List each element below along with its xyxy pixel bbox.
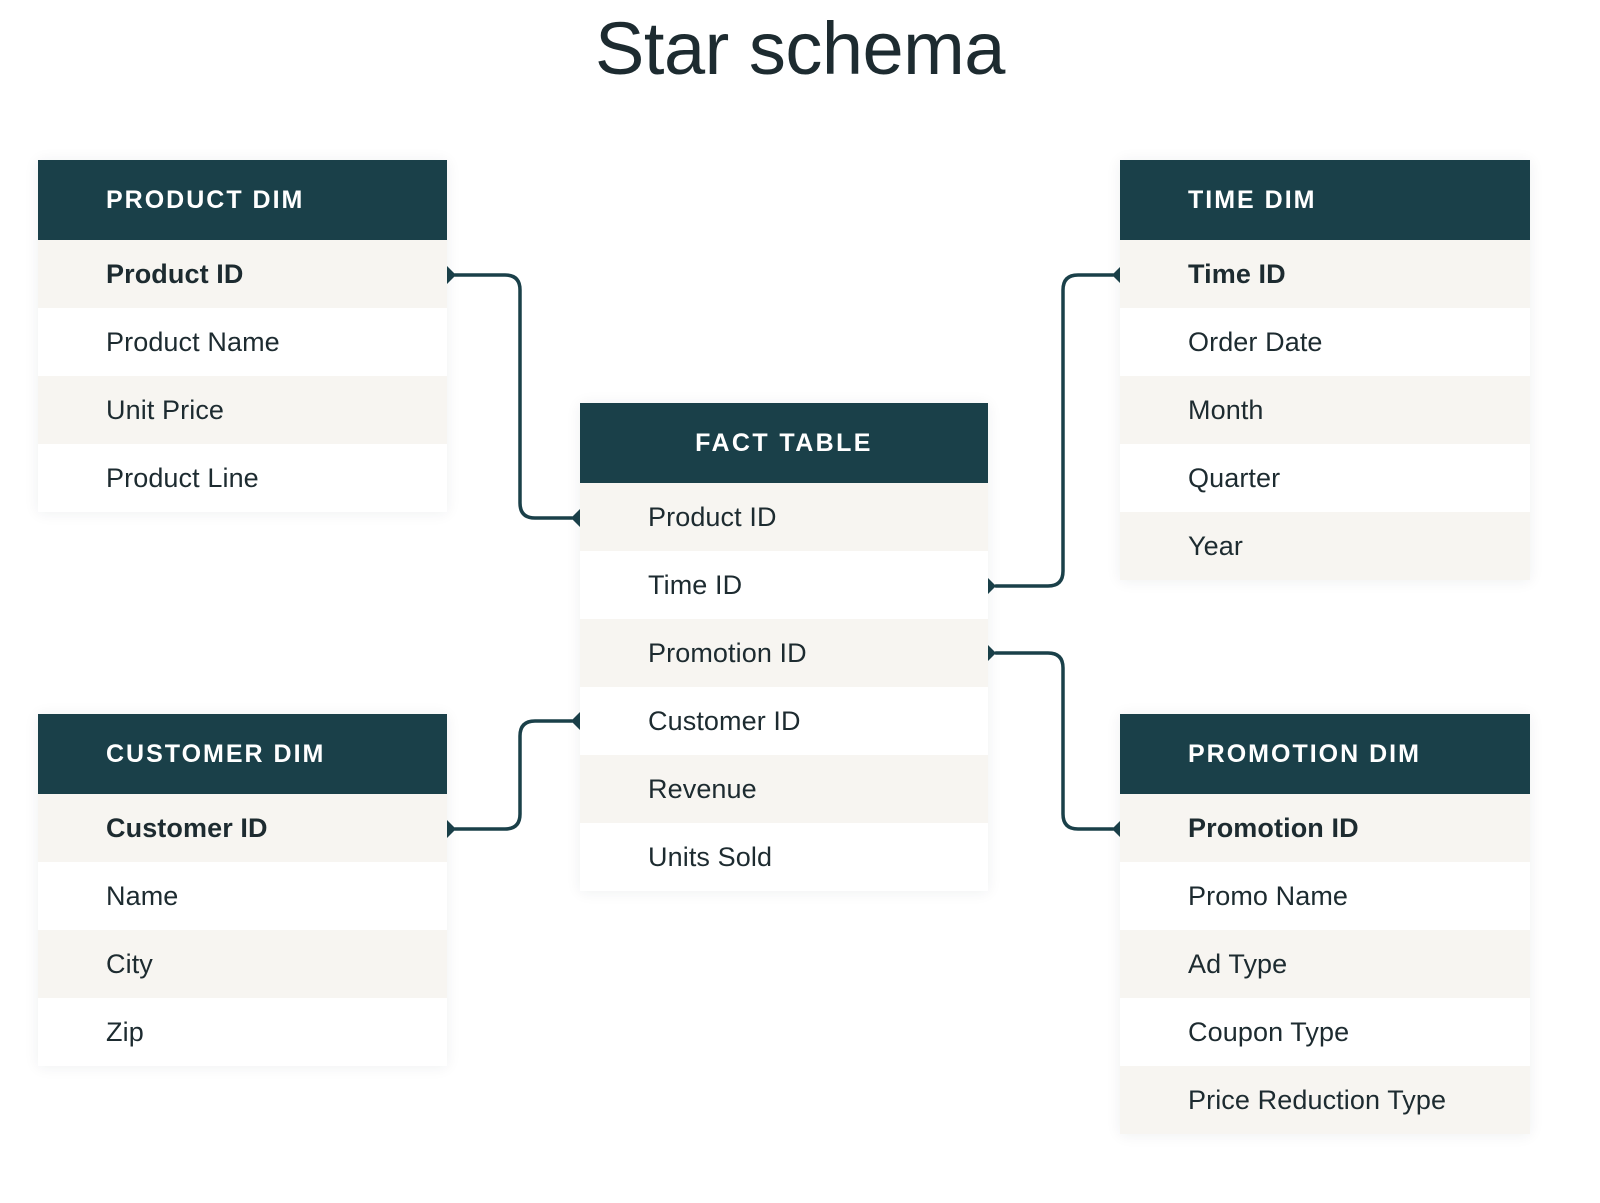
field-row-promo-name[interactable]: Promo Name (1120, 862, 1530, 930)
entity-header-promotion-dim: PROMOTION DIM (1120, 714, 1530, 794)
field-row-fact-units-sold[interactable]: Units Sold (580, 823, 988, 891)
entity-fact-table: FACT TABLE Product ID Time ID Promotion … (580, 403, 988, 891)
entity-header-customer-dim: CUSTOMER DIM (38, 714, 447, 794)
page-title: Star schema (595, 7, 1005, 90)
field-row-fact-promotion-id[interactable]: Promotion ID (580, 619, 988, 687)
connector-customer-to-fact (453, 719, 574, 831)
field-row-fact-customer-id[interactable]: Customer ID (580, 687, 988, 755)
entity-time-dim: TIME DIM Time ID Order Date Month Quarte… (1120, 160, 1530, 580)
field-row-order-date[interactable]: Order Date (1120, 308, 1530, 376)
entity-header-product-dim: PRODUCT DIM (38, 160, 447, 240)
field-row-product-id[interactable]: Product ID (38, 240, 447, 308)
field-row-quarter[interactable]: Quarter (1120, 444, 1530, 512)
entity-header-time-dim: TIME DIM (1120, 160, 1530, 240)
field-row-product-line[interactable]: Product Line (38, 444, 447, 512)
field-row-coupon-type[interactable]: Coupon Type (1120, 998, 1530, 1066)
field-row-customer-city[interactable]: City (38, 930, 447, 998)
field-row-fact-revenue[interactable]: Revenue (580, 755, 988, 823)
field-row-time-id[interactable]: Time ID (1120, 240, 1530, 308)
entity-product-dim: PRODUCT DIM Product ID Product Name Unit… (38, 160, 447, 512)
field-row-customer-id[interactable]: Customer ID (38, 794, 447, 862)
entity-promotion-dim: PROMOTION DIM Promotion ID Promo Name Ad… (1120, 714, 1530, 1134)
connector-time-to-fact (994, 273, 1115, 588)
field-row-price-reduction-type[interactable]: Price Reduction Type (1120, 1066, 1530, 1134)
field-row-product-name[interactable]: Product Name (38, 308, 447, 376)
connector-promotion-to-fact (994, 651, 1115, 831)
field-row-customer-name[interactable]: Name (38, 862, 447, 930)
field-row-promotion-id[interactable]: Promotion ID (1120, 794, 1530, 862)
field-row-ad-type[interactable]: Ad Type (1120, 930, 1530, 998)
field-row-customer-zip[interactable]: Zip (38, 998, 447, 1066)
connector-product-to-fact (453, 273, 574, 520)
entity-customer-dim: CUSTOMER DIM Customer ID Name City Zip (38, 714, 447, 1066)
field-row-year[interactable]: Year (1120, 512, 1530, 580)
field-row-fact-product-id[interactable]: Product ID (580, 483, 988, 551)
entity-header-fact-table: FACT TABLE (580, 403, 988, 483)
field-row-month[interactable]: Month (1120, 376, 1530, 444)
field-row-unit-price[interactable]: Unit Price (38, 376, 447, 444)
field-row-fact-time-id[interactable]: Time ID (580, 551, 988, 619)
